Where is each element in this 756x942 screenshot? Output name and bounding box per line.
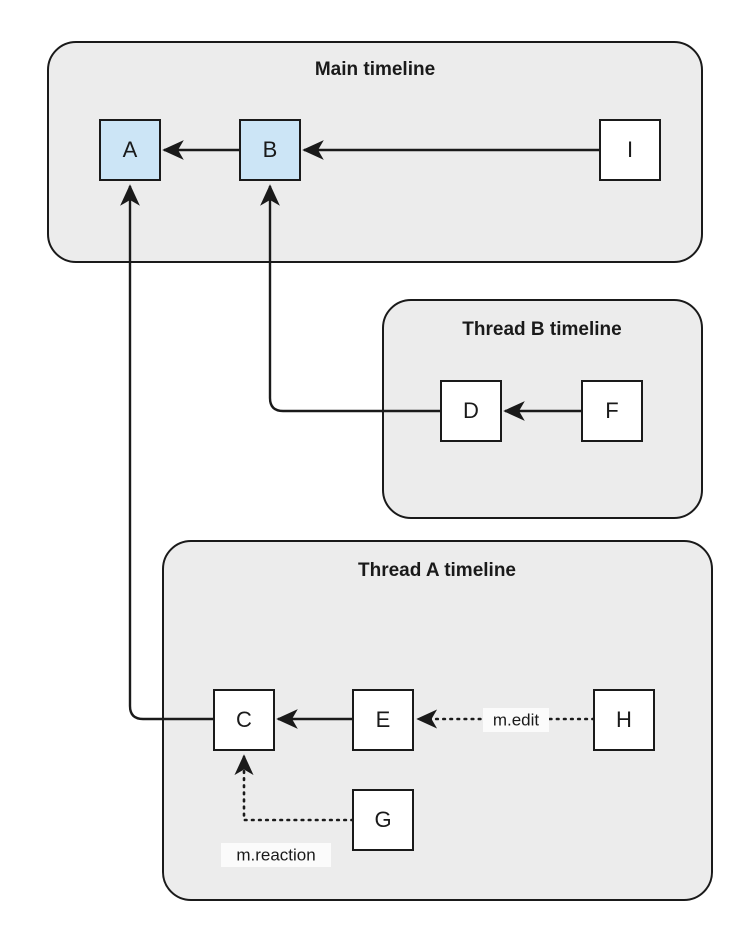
edge-d-to-b [260,184,441,413]
edge-label-m-reaction-bg [221,843,331,867]
node-e-box[interactable] [352,689,414,751]
node-g[interactable]: G [352,789,414,851]
node-d[interactable]: D [440,380,502,442]
node-b[interactable]: B [239,119,301,181]
node-f[interactable]: F [581,380,643,442]
node-i-box[interactable] [599,119,661,181]
group-thread-a-timeline: Thread A timeline [162,540,713,901]
group-thread-b-timeline: Thread B timeline [382,299,703,519]
node-c-label: C [236,707,252,732]
node-d-box[interactable] [440,380,502,442]
node-c[interactable]: C [213,689,275,751]
node-h[interactable]: H [593,689,655,751]
node-h-label: H [616,707,632,732]
node-b-box[interactable] [239,119,301,181]
group-thread-a-timeline-box [162,540,713,901]
group-main-timeline-title: Main timeline [315,59,435,80]
node-g-box[interactable] [352,789,414,851]
edge-label-m-edit: m.edit [483,708,549,732]
node-g-label: G [374,807,391,832]
node-e-label: E [376,707,391,732]
group-main-timeline-box [47,41,703,263]
node-e[interactable]: E [352,689,414,751]
edge-c-to-a [120,184,214,721]
edge-label-m-edit-text: m.edit [493,710,540,729]
edge-g-to-c [234,754,355,822]
edge-label-m-reaction: m.reaction [221,843,331,867]
edge-label-m-edit-bg [483,708,549,732]
group-main-timeline: Main timeline [47,41,703,263]
node-f-label: F [605,398,618,423]
node-d-label: D [463,398,479,423]
node-b-label: B [263,137,278,162]
node-h-box[interactable] [593,689,655,751]
node-a[interactable]: A [99,119,161,181]
group-thread-b-timeline-title: Thread B timeline [462,319,621,340]
group-thread-b-timeline-box [382,299,703,519]
node-c-box[interactable] [213,689,275,751]
edge-label-m-reaction-text: m.reaction [236,845,315,864]
node-i[interactable]: I [599,119,661,181]
node-a-box[interactable] [99,119,161,181]
node-i-label: I [627,137,633,162]
group-thread-a-timeline-title: Thread A timeline [358,560,516,581]
node-a-label: A [123,137,138,162]
node-f-box[interactable] [581,380,643,442]
